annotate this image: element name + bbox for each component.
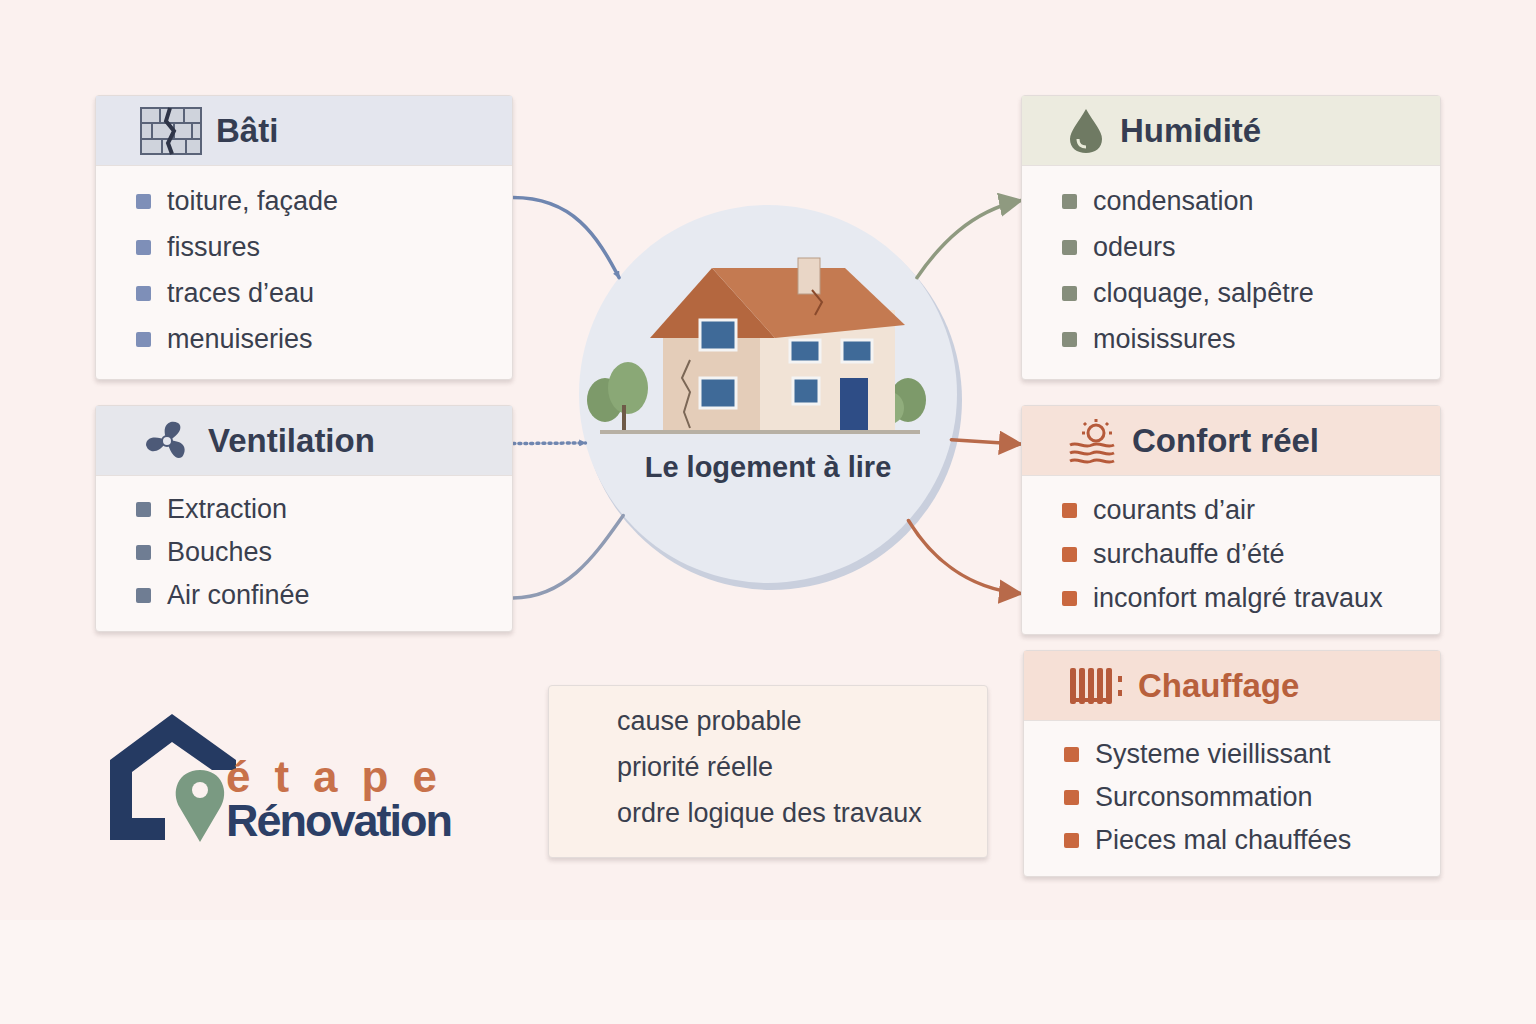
list-row: Surconsommation xyxy=(1064,776,1410,819)
list-row: moisissures xyxy=(1062,316,1410,362)
bullet-square xyxy=(1064,747,1079,762)
bullet-square xyxy=(1064,833,1079,848)
list-row: Pieces mal chauffées xyxy=(1064,819,1410,862)
check-item: ordre logique des travaux xyxy=(617,798,922,829)
list-row: Air confinée xyxy=(136,574,482,617)
list-row: courants d’air xyxy=(1062,488,1410,532)
bullet-square xyxy=(136,545,151,560)
bullet-square xyxy=(136,240,151,255)
house-illustration xyxy=(587,258,926,434)
card-body: courants d’air surchauffe d’été inconfort … xyxy=(1022,476,1440,634)
list-row: menuiseries xyxy=(136,316,482,362)
card-heading: Humidité xyxy=(1120,112,1261,150)
list-item: Bouches xyxy=(167,537,272,568)
logo-word: étape xyxy=(226,752,461,802)
card-heading: Confort réel xyxy=(1132,422,1319,460)
card-header: Bâti xyxy=(96,96,512,166)
list-row: Extraction xyxy=(136,488,482,531)
list-item: traces d’eau xyxy=(167,278,314,309)
connector xyxy=(513,198,619,278)
list-item: toiture, façade xyxy=(167,186,338,217)
list-row: condensation xyxy=(1062,178,1410,224)
list-row: traces d’eau xyxy=(136,270,482,316)
category-icon xyxy=(1068,664,1138,708)
bullet-square xyxy=(136,588,151,603)
category-card: Humidité condensation odeurs cloquage, salp… xyxy=(1021,95,1441,380)
list-item: condensation xyxy=(1093,186,1254,217)
list-row: inconfort malgré travaux xyxy=(1062,576,1410,620)
list-row: priorité réelle xyxy=(617,744,957,790)
card-header: Humidité xyxy=(1022,96,1440,166)
category-icon xyxy=(1066,417,1132,465)
list-item: Systeme vieillissant xyxy=(1095,739,1331,770)
card-body: cause probable priorité réelle ordre logiq… xyxy=(549,686,987,848)
card-body: condensation odeurs cloquage, salpêtre mois… xyxy=(1022,166,1440,376)
circle-title: Le logement à lire xyxy=(579,451,957,484)
checklist-box: cause probable priorité réelle ordre logiq… xyxy=(548,685,988,858)
category-icon xyxy=(1066,107,1120,155)
card-body: toiture, façade fissures traces d’eau menui… xyxy=(96,166,512,376)
check-item: priorité réelle xyxy=(617,752,773,783)
card-header: Ventilation xyxy=(96,406,512,476)
bullet-square xyxy=(1062,547,1077,562)
list-item: odeurs xyxy=(1093,232,1176,263)
connector xyxy=(908,520,1021,593)
center-circle: Le logement à lire xyxy=(579,205,957,583)
logo-mark xyxy=(110,714,236,842)
bullet-square xyxy=(1064,790,1079,805)
connector xyxy=(951,440,1021,444)
bullet-square xyxy=(136,286,151,301)
list-row: ordre logique des travaux xyxy=(617,790,957,836)
card-heading: Chauffage xyxy=(1138,667,1299,705)
connector xyxy=(513,515,623,597)
list-item: Surconsommation xyxy=(1095,782,1313,813)
card-header: Chauffage xyxy=(1024,651,1440,721)
bullet-square xyxy=(1062,503,1077,518)
list-row: cloquage, salpêtre xyxy=(1062,270,1410,316)
category-card: Confort réel courants d’air surchauffe d’é… xyxy=(1021,405,1441,635)
category-icon xyxy=(140,417,208,465)
card-body: Systeme vieillissantSurconsommationPiece… xyxy=(1024,721,1440,876)
card-heading: Bâti xyxy=(216,112,278,150)
category-card: VentilationExtractionBouchesAir confinée xyxy=(95,405,513,632)
list-item: cloquage, salpêtre xyxy=(1093,278,1314,309)
card-body: ExtractionBouchesAir confinée xyxy=(96,476,512,631)
list-item: Pieces mal chauffées xyxy=(1095,825,1351,856)
bullet-square xyxy=(1062,194,1077,209)
category-icon xyxy=(140,107,216,155)
category-card: ChauffageSysteme vieillissantSurconsomma… xyxy=(1023,650,1441,877)
list-row: toiture, façade xyxy=(136,178,482,224)
bullet-square xyxy=(1062,286,1077,301)
connector xyxy=(917,200,1021,277)
list-row: Systeme vieillissant xyxy=(1064,733,1410,776)
category-card: Bâti toiture, façade fissures traces d’eau m… xyxy=(95,95,513,380)
list-item: moisissures xyxy=(1093,324,1236,355)
list-row: fissures xyxy=(136,224,482,270)
list-row: odeurs xyxy=(1062,224,1410,270)
card-heading: Ventilation xyxy=(208,422,375,460)
bullet-square xyxy=(1062,332,1077,347)
bullet-square xyxy=(1062,591,1077,606)
bullet-square xyxy=(136,194,151,209)
list-row: cause probable xyxy=(617,698,957,744)
bullet-square xyxy=(136,332,151,347)
list-row: Bouches xyxy=(136,531,482,574)
list-item: surchauffe d’été xyxy=(1093,539,1285,570)
list-item: courants d’air xyxy=(1093,495,1255,526)
check-item: cause probable xyxy=(617,706,802,737)
list-item: menuiseries xyxy=(167,324,313,355)
list-item: Extraction xyxy=(167,494,287,525)
connector xyxy=(513,441,585,445)
list-row: surchauffe d’été xyxy=(1062,532,1410,576)
logo-word: Rénovation xyxy=(226,795,451,847)
bullet-square xyxy=(136,502,151,517)
bullet-square xyxy=(1062,240,1077,255)
list-item: inconfort malgré travaux xyxy=(1093,583,1383,614)
card-header: Confort réel xyxy=(1022,406,1440,476)
list-item: Air confinée xyxy=(167,580,310,611)
list-item: fissures xyxy=(167,232,260,263)
